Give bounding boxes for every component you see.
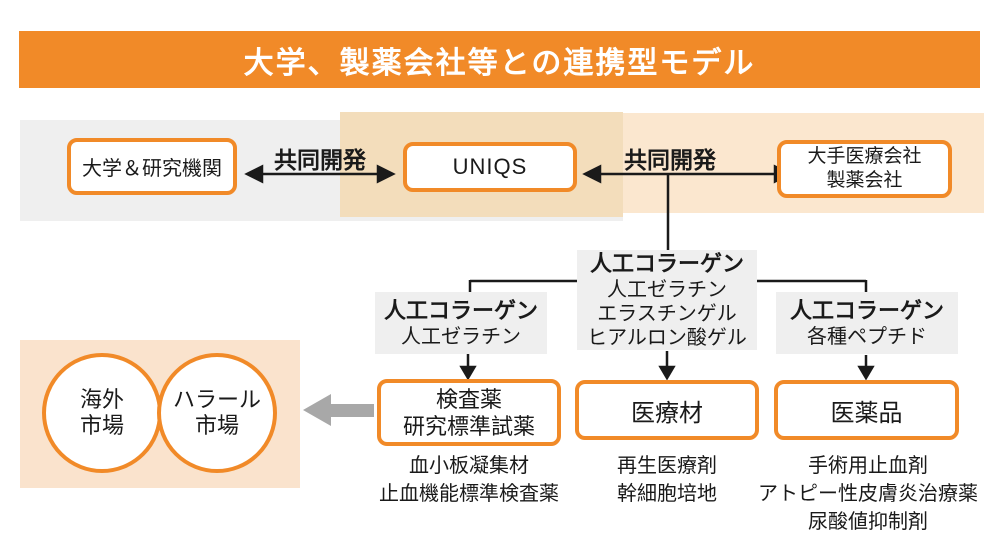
arrowhead-testing-icon [459,365,477,381]
branch-label-right: 人工コラーゲン 各種ペプチド [776,292,958,354]
testing-reagent-box: 検査薬 研究標準試薬 [377,379,561,446]
medical-example1: 再生医療剤 [617,455,717,477]
branch-center-item1: 人工ゼラチン [607,279,727,301]
medical-materials-box: 医療材 [575,380,759,440]
drug-box-label: 医薬品 [830,399,903,427]
market-flow-arrow-icon [303,394,374,426]
pharma-box-line1: 大手医療会社 [807,146,922,167]
testing-box-line1: 検査薬 [435,386,502,412]
arrowhead-drug-icon [857,365,875,381]
drug-example3: 尿酸値抑制剤 [808,511,928,533]
university-box-label: 大学＆研究機関 [82,158,222,180]
branch-center-item2: エラスチンゲル [597,303,737,325]
uniqs-box-label: UNIQS [452,154,528,179]
overseas-market-line1: 海外 [79,387,124,412]
halal-market-circle: ハラール 市場 [157,353,277,473]
pharmaceuticals-box: 医薬品 [774,380,959,440]
branch-label-left: 人工コラーゲン 人工ゼラチン [375,292,547,354]
right-joint-arrowhead-left-icon [582,164,602,184]
branch-left-title: 人工コラーゲン [383,298,538,323]
medical-example2: 幹細胞培地 [617,483,717,505]
drug-example2: アトピー性皮膚炎治療薬 [758,483,978,505]
joint-development-label-left: 共同開発 [274,147,366,173]
testing-box-line2: 研究標準試薬 [402,413,535,439]
branch-right-item1: 各種ペプチド [807,326,927,348]
branch-center-item3: ヒアルロン酸ゲル [587,327,747,349]
pharma-company-box: 大手医療会社 製薬会社 [777,140,952,198]
branch-right-title: 人工コラーゲン [789,298,944,323]
joint-development-label-right: 共同開発 [624,147,716,173]
arrowhead-medical-icon [658,365,676,381]
medical-box-label: 医療材 [631,399,703,427]
testing-example1: 血小板凝集材 [409,455,529,477]
overseas-market-line2: 市場 [79,413,124,438]
pharma-box-line2: 製薬会社 [826,170,903,191]
halal-market-line2: 市場 [194,413,239,438]
medical-examples: 再生医療剤 幹細胞培地 [617,452,717,508]
branch-left-item1: 人工ゼラチン [401,326,521,348]
overseas-market-circle: 海外 市場 [42,353,162,473]
branch-center-title: 人工コラーゲン [589,251,744,276]
left-joint-arrowhead-right-icon [376,164,396,184]
branch-label-center: 人工コラーゲン 人工ゼラチン エラスチンゲル ヒアルロン酸ゲル [577,250,757,350]
university-box: 大学＆研究機関 [67,138,237,195]
drug-examples: 手術用止血剤 アトピー性皮膚炎治療薬 尿酸値抑制剤 [758,452,978,536]
left-joint-arrowhead-left-icon [244,164,264,184]
title-bar: 大学、製薬会社等との連携型モデル [19,31,980,88]
uniqs-box: UNIQS [403,142,577,192]
drug-example1: 手術用止血剤 [808,455,928,477]
page-title: 大学、製薬会社等との連携型モデル [243,46,756,80]
testing-examples: 血小板凝集材 止血機能標準検査薬 [379,452,559,508]
halal-market-line1: ハラール [172,387,261,412]
testing-example2: 止血機能標準検査薬 [379,483,559,505]
